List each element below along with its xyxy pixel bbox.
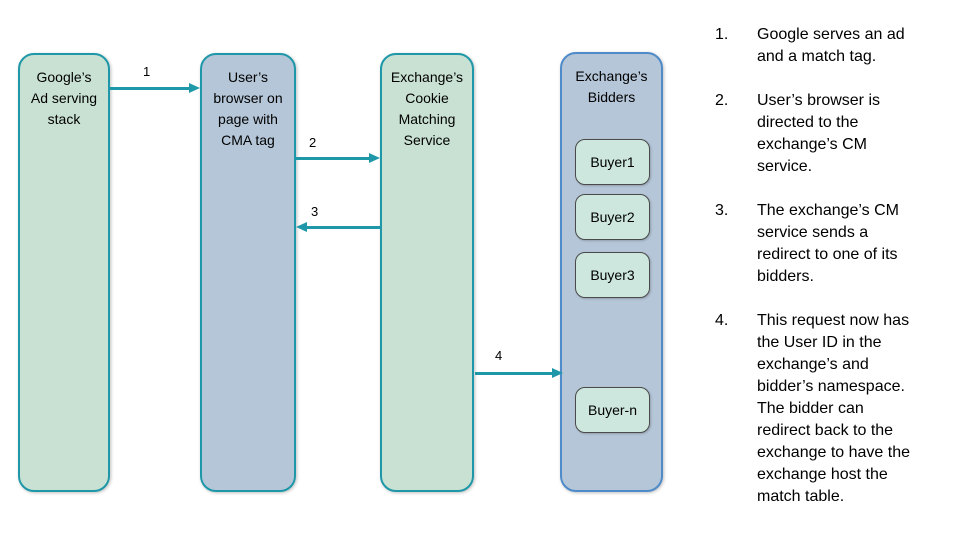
step-3-text: The exchange’s CM service sends a redire… bbox=[757, 202, 899, 285]
buyer-box-1-label: Buyer1 bbox=[590, 154, 635, 170]
step-item-4: 4. This request now has the User ID in t… bbox=[715, 310, 947, 508]
node-google-ad-serving: Google’s Ad serving stack bbox=[18, 53, 110, 492]
node-cookie-matching-service-label: Exchange’s Cookie Matching Service bbox=[390, 69, 464, 148]
arrow-2-label: 2 bbox=[309, 135, 317, 150]
buyer-box-n: Buyer-n bbox=[575, 387, 650, 433]
arrow-4-label: 4 bbox=[495, 348, 503, 363]
arrow-3-head bbox=[296, 222, 307, 232]
arrow-2-head bbox=[369, 153, 380, 163]
steps-list: 1. Google serves an ad and a match tag. … bbox=[715, 24, 947, 530]
step-1-text: Google serves an ad and a match tag. bbox=[757, 26, 905, 65]
buyer-box-3-label: Buyer3 bbox=[590, 267, 635, 283]
step-1-number: 1. bbox=[715, 26, 729, 43]
step-4-text: This request now has the User ID in the … bbox=[757, 312, 911, 505]
buyer-box-3: Buyer3 bbox=[575, 252, 650, 298]
step-3-number: 3. bbox=[715, 202, 729, 219]
arrow-3-icon bbox=[296, 221, 380, 233]
buyer-box-2-label: Buyer2 bbox=[590, 209, 635, 225]
node-cookie-matching-service: Exchange’s Cookie Matching Service bbox=[380, 53, 474, 492]
arrow-4-icon bbox=[475, 367, 563, 379]
arrow-2-icon bbox=[296, 152, 380, 164]
buyer-box-2: Buyer2 bbox=[575, 194, 650, 240]
arrow-3-line bbox=[305, 225, 380, 229]
arrow-2-line bbox=[296, 156, 371, 160]
node-google-ad-serving-label: Google’s Ad serving stack bbox=[30, 69, 98, 127]
node-exchange-bidders: Exchange’s Bidders Buyer1 Buyer2 Buyer3 … bbox=[560, 52, 663, 492]
buyer-box-1: Buyer1 bbox=[575, 139, 650, 185]
arrow-4-head bbox=[552, 368, 563, 378]
buyer-box-n-label: Buyer-n bbox=[587, 402, 638, 418]
arrow-4-line bbox=[475, 371, 554, 375]
step-2-number: 2. bbox=[715, 92, 729, 109]
step-item-1: 1. Google serves an ad and a match tag. bbox=[715, 24, 947, 68]
node-exchange-bidders-label: Exchange’s Bidders bbox=[575, 68, 648, 105]
node-user-browser-label: User’s browser on page with CMA tag bbox=[213, 69, 283, 148]
arrow-1-line bbox=[110, 86, 191, 90]
step-item-2: 2. User’s browser is directed to the exc… bbox=[715, 90, 947, 178]
arrow-1-head bbox=[189, 83, 200, 93]
step-item-3: 3. The exchange’s CM service sends a red… bbox=[715, 200, 947, 288]
step-2-text: User’s browser is directed to the exchan… bbox=[757, 92, 880, 175]
arrow-1-label: 1 bbox=[143, 64, 151, 79]
step-4-number: 4. bbox=[715, 312, 729, 329]
arrow-1-icon bbox=[110, 82, 200, 94]
arrow-3-label: 3 bbox=[311, 204, 319, 219]
node-user-browser: User’s browser on page with CMA tag bbox=[200, 53, 296, 492]
